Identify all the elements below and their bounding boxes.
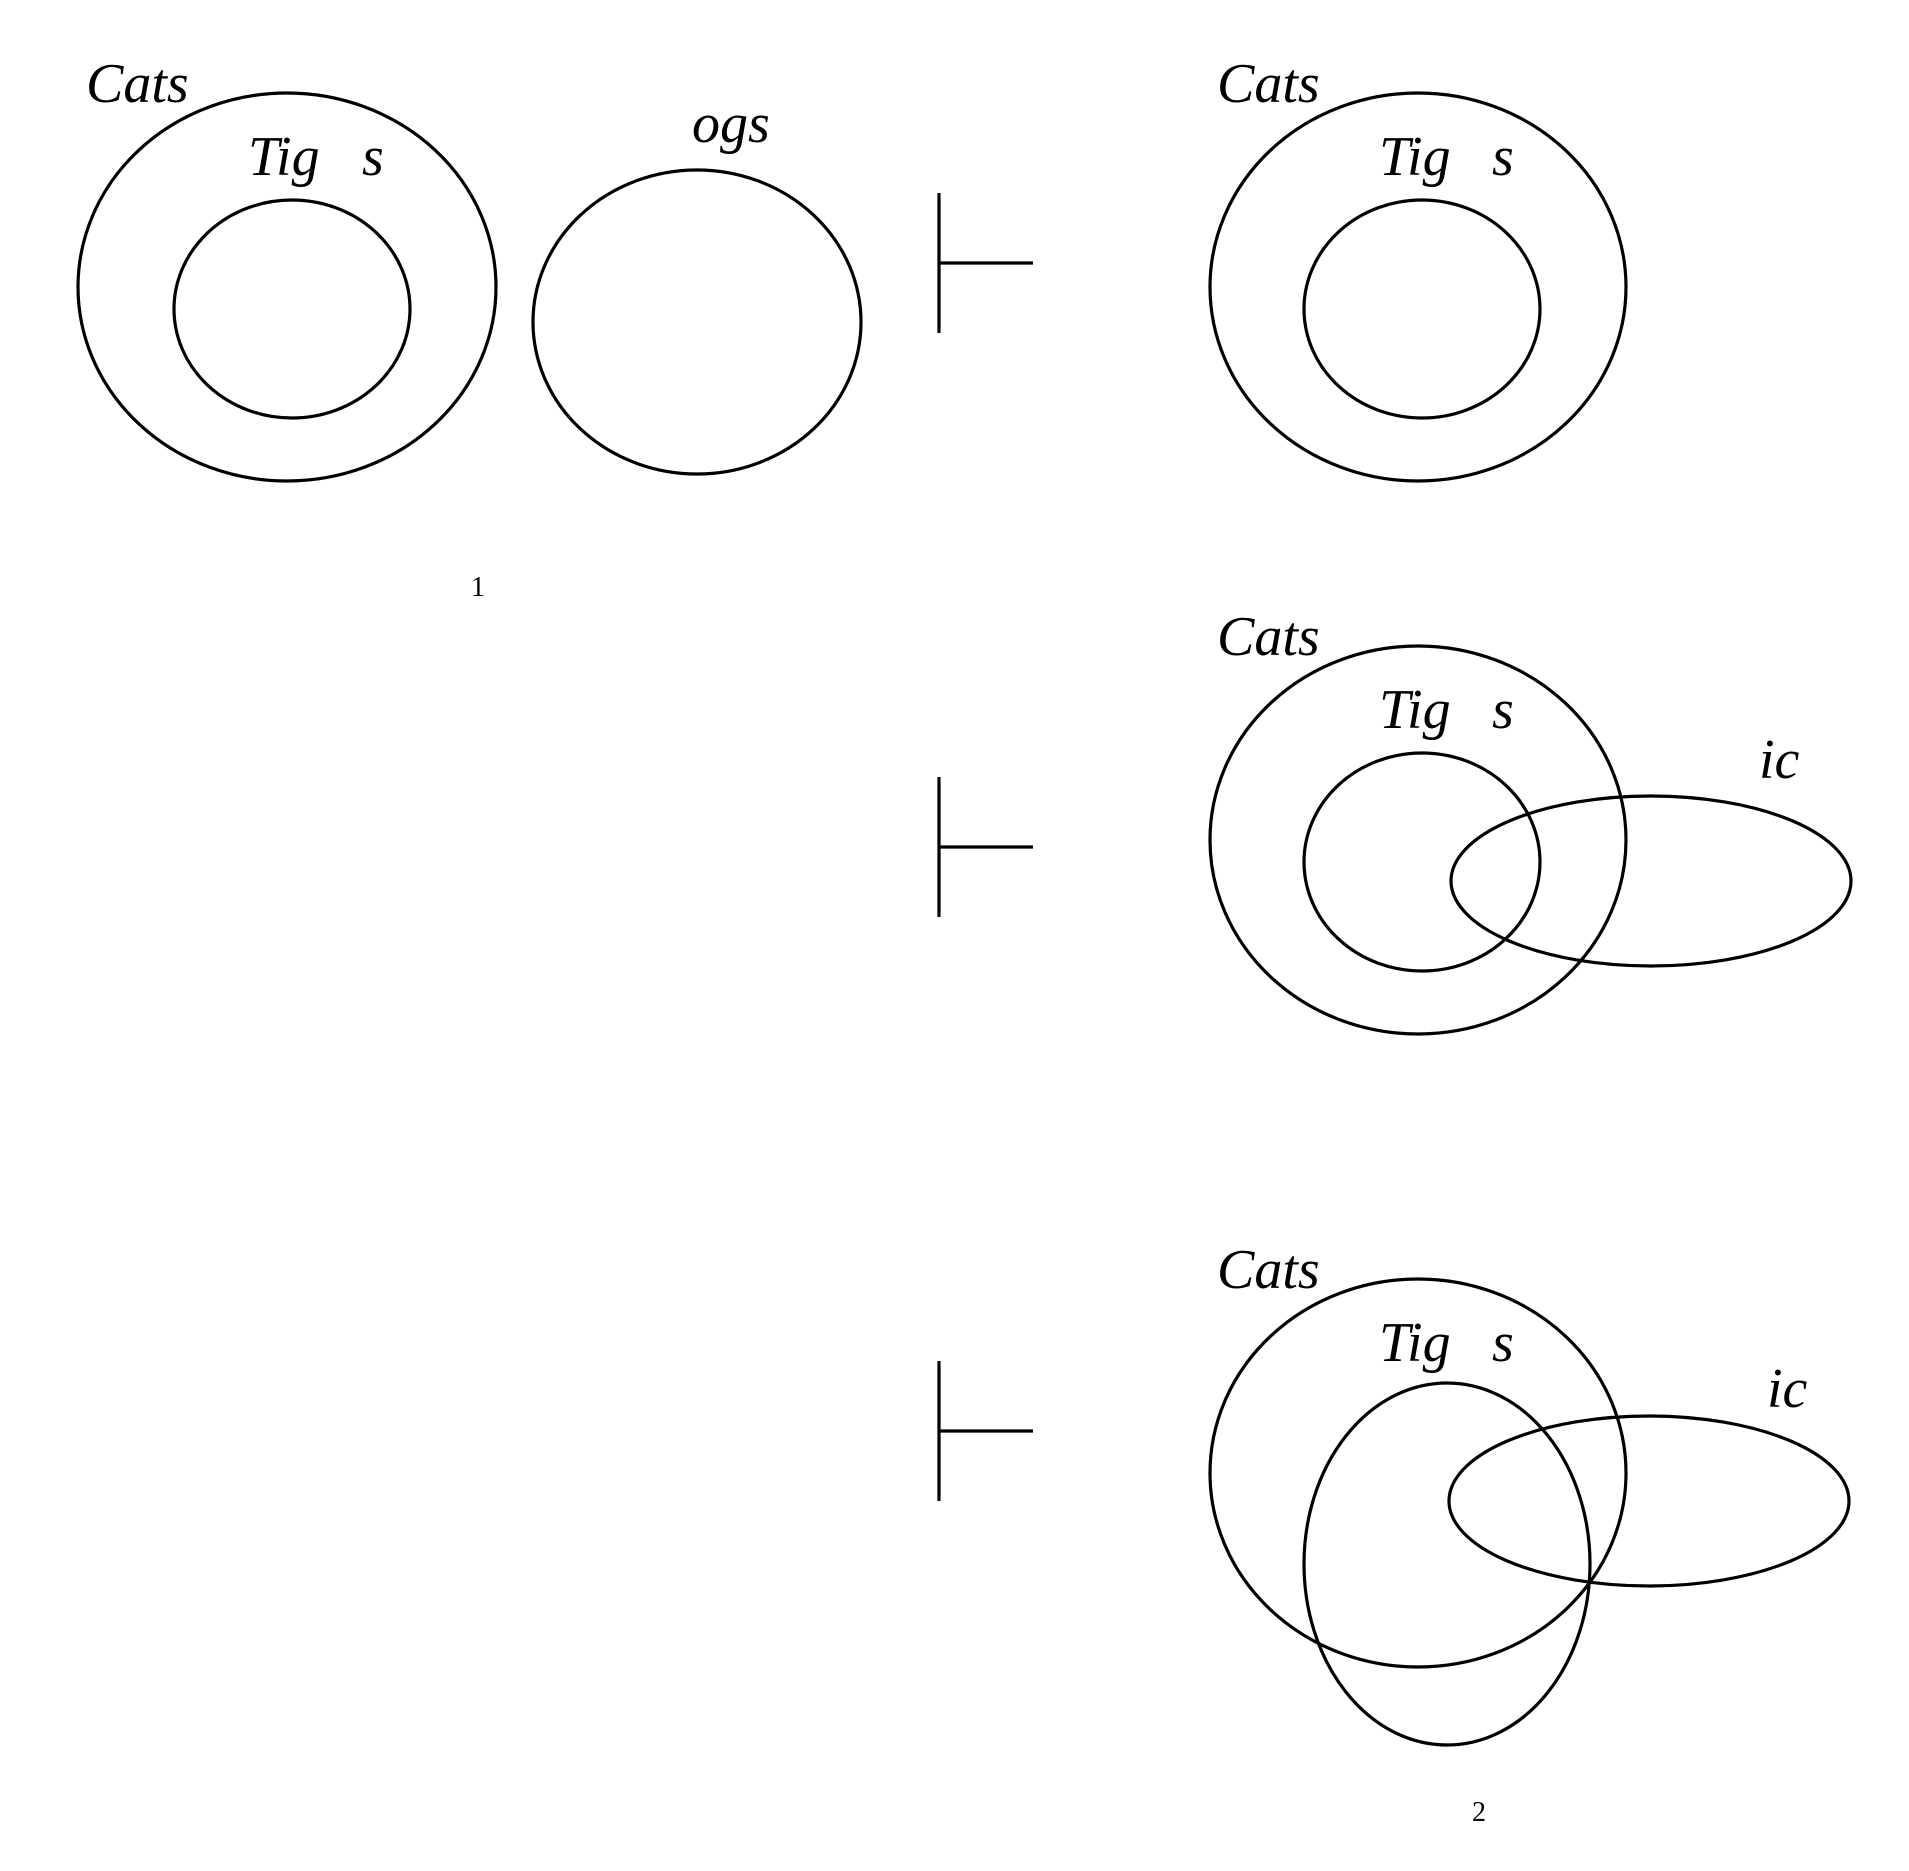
turnstile-3 xyxy=(937,1361,1033,1501)
conclusion-diagram-a: Cats Tig s xyxy=(1208,53,1628,483)
tigers-circle xyxy=(172,198,412,420)
dogs-circle xyxy=(531,168,863,476)
figure-number-1: 1 xyxy=(471,572,485,603)
conclusion-diagram-c: Cats Tig s ic 2 xyxy=(1208,1239,1851,1828)
turnstile-2 xyxy=(937,777,1033,917)
cats-circle xyxy=(76,91,498,483)
tigers-label-suffix: s xyxy=(1492,126,1514,188)
ic-ellipse xyxy=(1447,1414,1851,1588)
tigers-label-suffix: s xyxy=(362,126,384,188)
cats-label: Cats xyxy=(1217,53,1320,115)
cats-circle xyxy=(1208,91,1628,483)
tigers-label: Tig xyxy=(248,126,320,188)
tigers-circle xyxy=(1302,751,1542,973)
conclusion-diagram-b: Cats Tig s ic xyxy=(1208,606,1853,1036)
tigers-label-suffix: s xyxy=(1492,679,1514,741)
tigers-circle xyxy=(1302,1381,1592,1747)
tigers-circle xyxy=(1302,198,1542,420)
figure-number-2: 2 xyxy=(1472,1797,1486,1828)
tigers-label-suffix: s xyxy=(1492,1312,1514,1374)
cats-circle xyxy=(1208,644,1628,1036)
cats-label: Cats xyxy=(1217,1239,1320,1301)
ic-label: ic xyxy=(1759,729,1800,791)
tigers-label: Tig xyxy=(1379,679,1451,741)
ic-label: ic xyxy=(1767,1358,1808,1420)
ic-ellipse xyxy=(1449,794,1853,968)
dogs-label: ogs xyxy=(692,93,770,155)
premise-diagram: Cats Tig s ogs 1 xyxy=(76,53,863,603)
cats-label: Cats xyxy=(1217,606,1320,668)
turnstile-1 xyxy=(937,193,1033,333)
cats-label: Cats xyxy=(86,53,189,115)
tigers-label: Tig xyxy=(1379,126,1451,188)
cats-circle xyxy=(1208,1277,1628,1669)
tigers-label: Tig xyxy=(1379,1312,1451,1374)
